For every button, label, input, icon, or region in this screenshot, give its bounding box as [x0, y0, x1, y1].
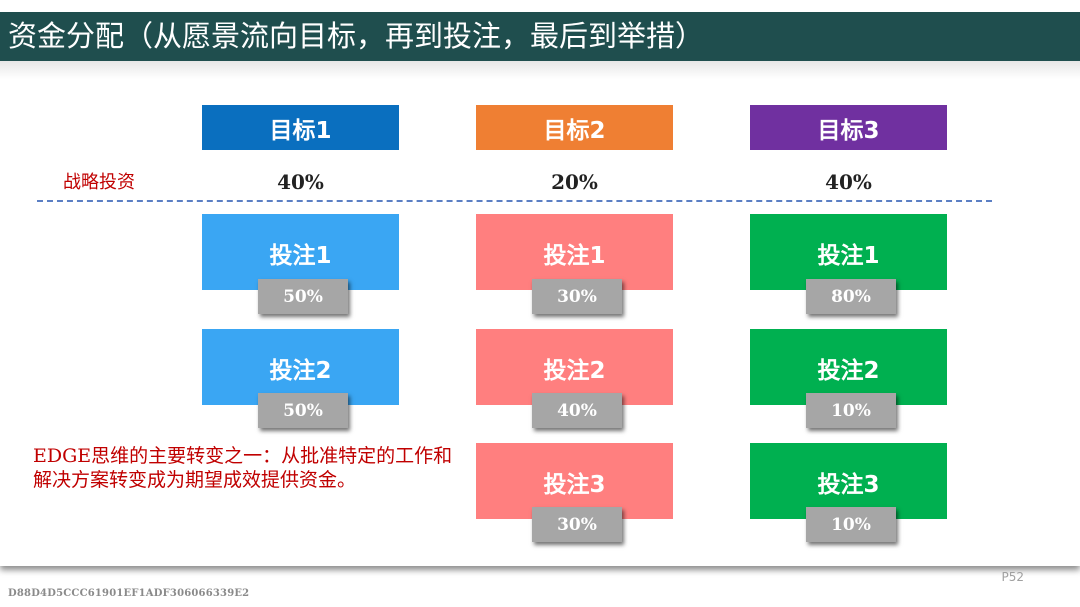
goal-3-bet-2: 投注2	[750, 329, 947, 405]
document-id-watermark: D88D4D5CCC61901EF1ADF306066339E2	[8, 588, 250, 599]
goal-2-bet-1: 投注1	[476, 214, 673, 290]
goal-3-percent: 40%	[825, 170, 872, 194]
goal-3-bet-2-percent: 10%	[806, 393, 896, 428]
goal-1-header: 目标1	[202, 105, 399, 150]
divider-dashed-line	[37, 200, 992, 202]
strategy-investment-label: 战略投资	[63, 172, 135, 193]
goal-3-header: 目标3	[750, 105, 947, 150]
goal-2-bet-3: 投注3	[476, 443, 673, 519]
goal-3-bet-1: 投注1	[750, 214, 947, 290]
goal-2-header: 目标2	[476, 105, 673, 150]
edge-thinking-note: EDGE思维的主要转变之一：从批准特定的工作和解决方案转变成为期望成效提供资金。	[33, 445, 453, 491]
goal-1-percent: 40%	[277, 170, 324, 194]
goal-1-bet-2-percent: 50%	[258, 393, 348, 428]
goal-3-bet-1-percent: 80%	[806, 279, 896, 314]
title-underline-shadow	[0, 61, 1080, 79]
goal-1-bet-2: 投注2	[202, 329, 399, 405]
page-number: P52	[1001, 570, 1024, 584]
slide: 资金分配（从愿景流向目标，再到投注，最后到举措） 目标1 目标2 目标3 战略投…	[0, 12, 1080, 542]
goal-3-bet-3: 投注3	[750, 443, 947, 519]
goal-1-bet-1-percent: 50%	[258, 279, 348, 314]
goal-1-bet-1: 投注1	[202, 214, 399, 290]
goal-2-bet-1-percent: 30%	[532, 279, 622, 314]
goal-2-bet-2-percent: 40%	[532, 393, 622, 428]
goal-2-percent: 20%	[551, 170, 598, 194]
goal-3-bet-3-percent: 10%	[806, 507, 896, 542]
goal-2-bet-3-percent: 30%	[532, 507, 622, 542]
goal-2-bet-2: 投注2	[476, 329, 673, 405]
slide-title: 资金分配（从愿景流向目标，再到投注，最后到举措）	[0, 12, 1080, 61]
